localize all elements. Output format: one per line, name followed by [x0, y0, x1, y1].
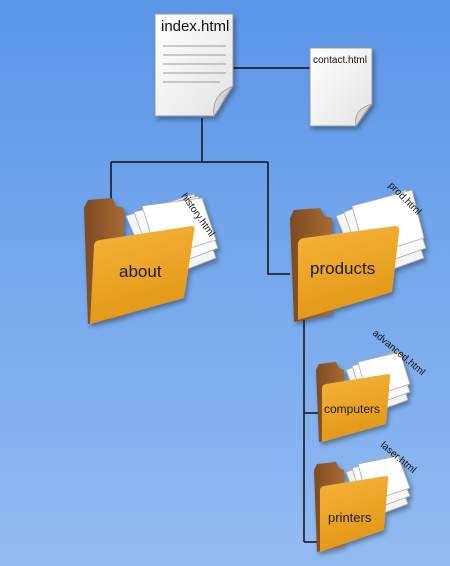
- folder-icon: [314, 455, 411, 552]
- page-icon: [309, 47, 373, 127]
- printers-folder-node[interactable]: printers laser.html: [314, 440, 418, 552]
- folder-label: printers: [328, 510, 372, 525]
- connector-to-products: [267, 162, 290, 275]
- connector-lines: [110, 67, 318, 543]
- contact-page-label: contact.html: [313, 55, 367, 66]
- about-folder-node[interactable]: about history.html: [84, 191, 219, 324]
- folder-label: products: [310, 259, 375, 278]
- page-curl: [213, 85, 234, 117]
- folder-label: computers: [324, 402, 380, 416]
- folder-icon: [84, 193, 219, 324]
- products-folder-node[interactable]: products prod.html: [290, 180, 427, 322]
- contact-page-node[interactable]: [309, 47, 373, 127]
- folder-label: about: [119, 262, 162, 281]
- page-curl: [355, 103, 373, 127]
- folder-icon: [290, 189, 427, 322]
- folder-icon: [316, 351, 411, 442]
- index-page-label: index.html: [161, 18, 229, 35]
- index-page-node[interactable]: [154, 13, 234, 117]
- computers-folder-node[interactable]: computers advanced.html: [316, 328, 427, 442]
